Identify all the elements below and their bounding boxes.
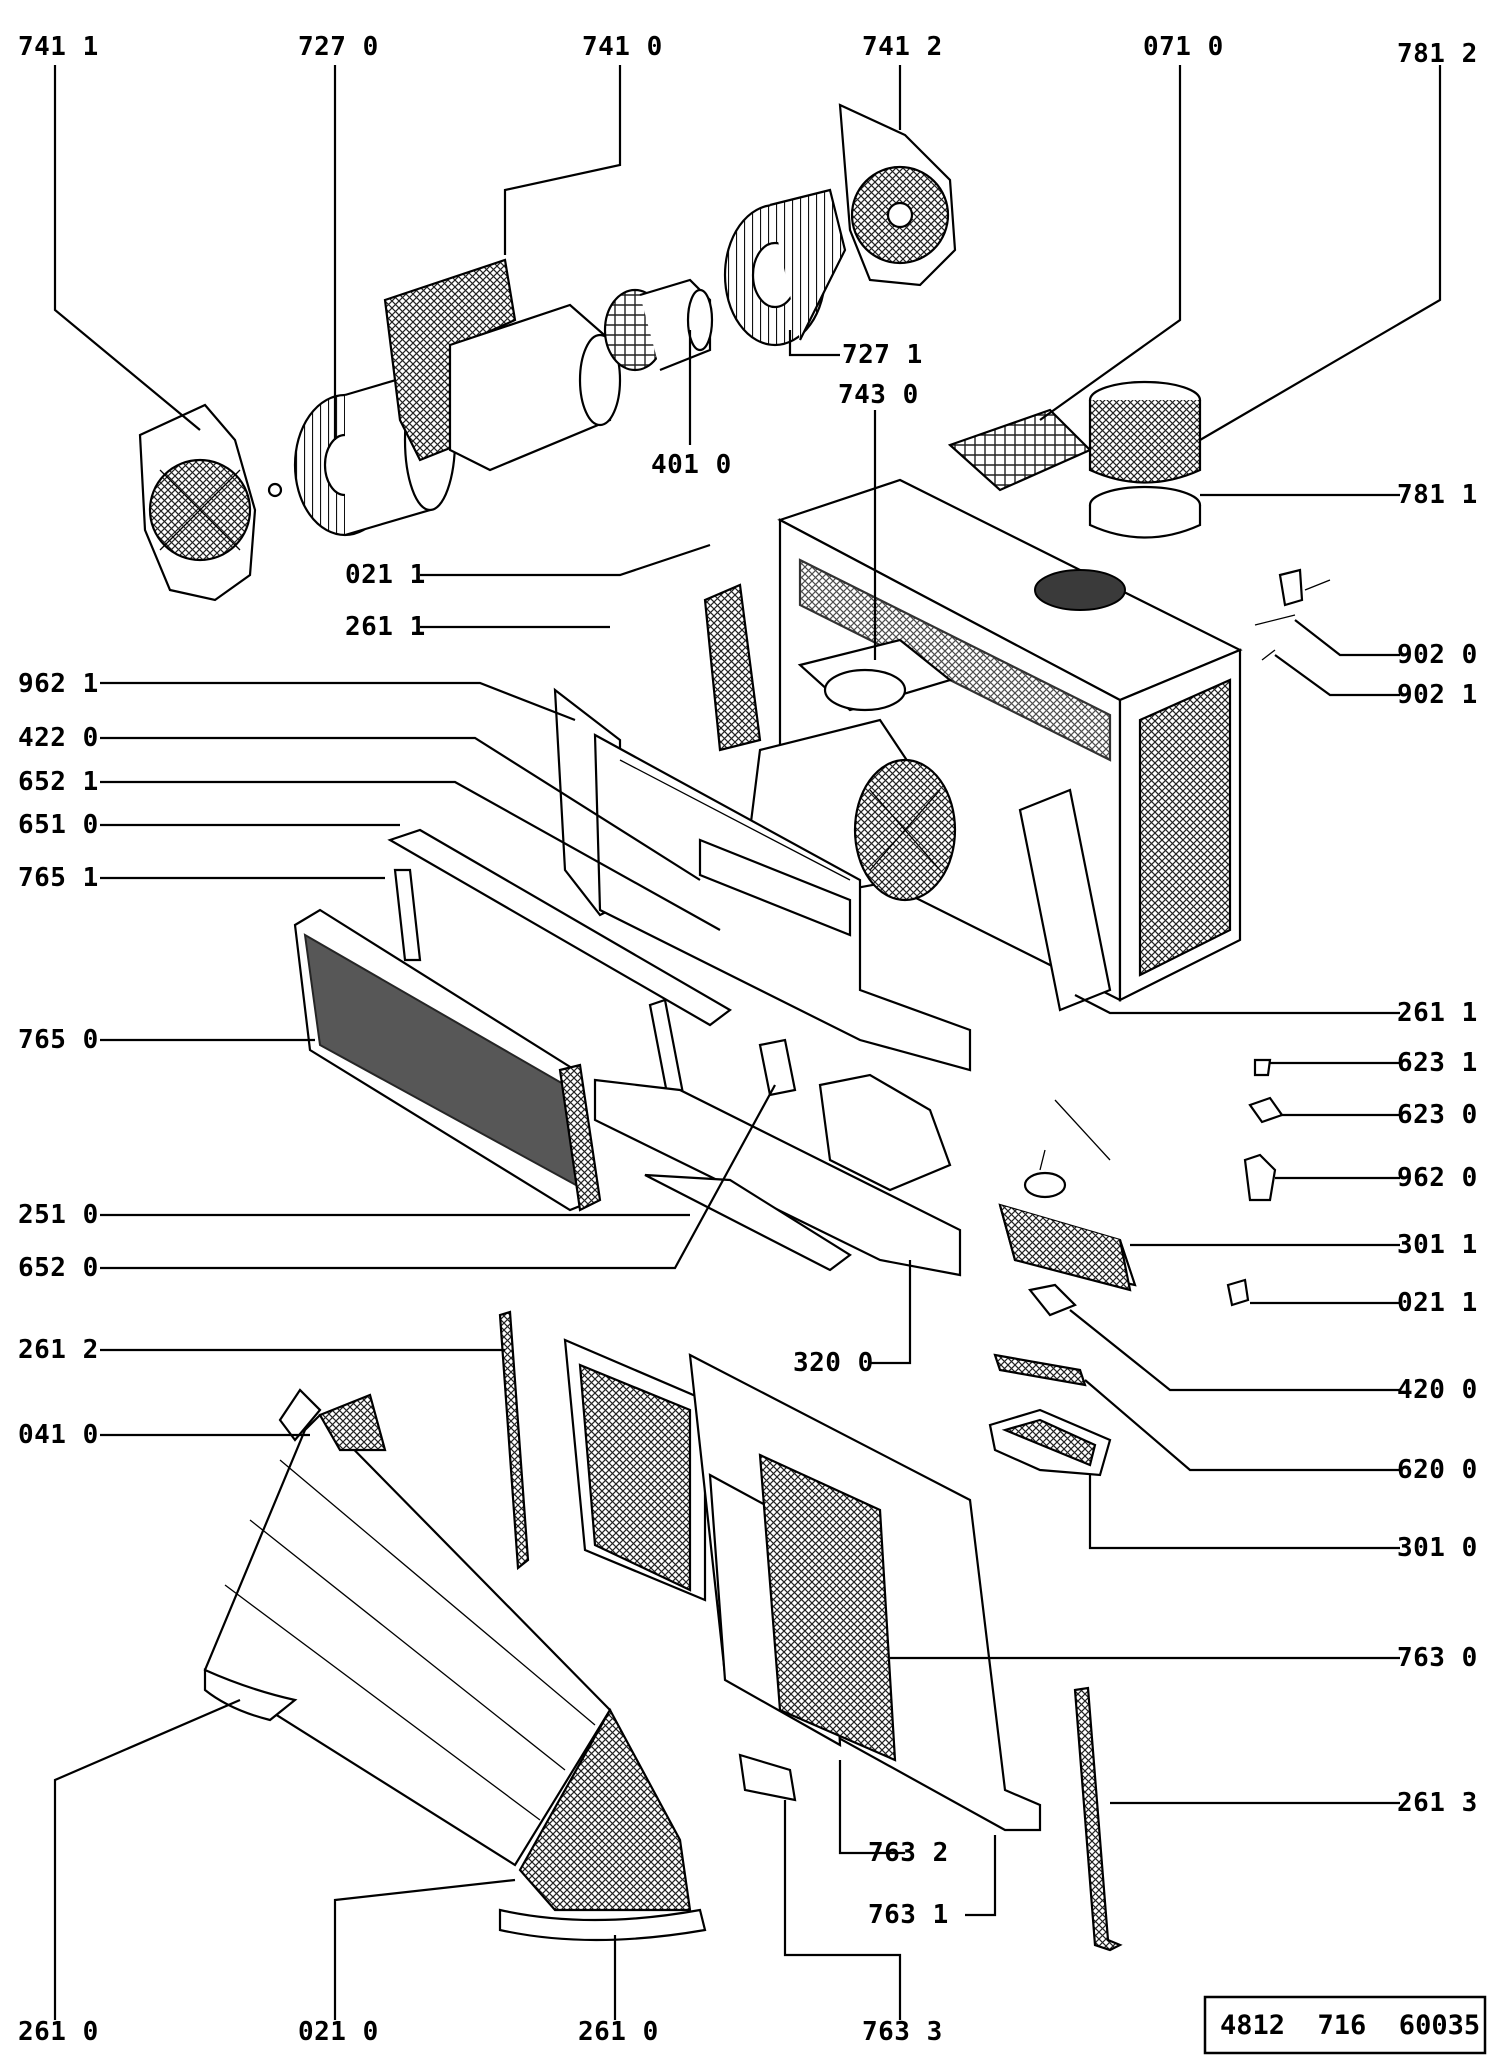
label-2611-a: 261 1 <box>345 612 426 642</box>
label-2611-b: 261 1 <box>1397 998 1478 1028</box>
leader-0710 <box>1039 65 1182 421</box>
label-0210: 021 0 <box>298 2017 379 2047</box>
leader-7812 <box>1199 65 1442 441</box>
label-7410: 741 0 <box>582 32 663 62</box>
leader-2610-a <box>53 1698 241 2020</box>
label-6510: 651 0 <box>18 810 99 840</box>
leader-4200 <box>1069 1309 1400 1392</box>
label-2612: 261 2 <box>18 1335 99 1365</box>
label-7811: 781 1 <box>1397 480 1478 510</box>
leader-3010 <box>1088 1475 1400 1550</box>
side-strip-left <box>498 1310 530 1571</box>
label-7271: 727 1 <box>842 340 923 370</box>
label-6521: 652 1 <box>18 767 99 797</box>
label-6520: 652 0 <box>18 1253 99 1283</box>
label-7632: 763 2 <box>868 1838 949 1868</box>
label-9021: 902 1 <box>1397 680 1478 710</box>
label-0710: 071 0 <box>1143 32 1224 62</box>
front-frame <box>553 687 972 1072</box>
leader-3200 <box>870 1260 912 1365</box>
part-labels: 741 1 727 0 741 0 741 2 071 0 781 2 727 … <box>18 32 1478 2047</box>
label-0211-a: 021 1 <box>345 560 426 590</box>
electronics-box <box>998 1099 1137 1292</box>
leader-6200 <box>1084 1379 1400 1472</box>
label-7412: 741 2 <box>862 32 943 62</box>
label-9620: 962 0 <box>1397 1163 1478 1193</box>
base-tray <box>593 1078 962 1277</box>
label-0211-b: 021 1 <box>1397 1288 1478 1318</box>
leader-4220 <box>100 736 701 881</box>
label-7430: 743 0 <box>838 380 919 410</box>
front-cover <box>203 1388 707 1942</box>
label-9621: 962 1 <box>18 669 99 699</box>
parts-drawing <box>138 103 1331 1952</box>
label-3200: 320 0 <box>793 1348 874 1378</box>
relay-capacitor <box>758 1038 952 1192</box>
label-2613: 261 3 <box>1397 1788 1478 1818</box>
leader-7632 <box>838 1760 905 1855</box>
label-4010: 401 0 <box>651 450 732 480</box>
front-panel <box>563 1338 1042 1832</box>
fan-wheel-right <box>723 188 847 347</box>
fan-scroll-plate-left <box>138 403 283 602</box>
duct-collar <box>1088 380 1202 539</box>
label-9020: 902 0 <box>1397 640 1478 670</box>
side-strip-right <box>1073 1686 1123 1952</box>
label-7633: 763 3 <box>862 2017 943 2047</box>
label-7631: 763 1 <box>868 1900 949 1930</box>
label-2610-b: 261 0 <box>578 2017 659 2047</box>
label-7270: 727 0 <box>298 32 379 62</box>
fan-scroll-plate-right <box>838 103 957 287</box>
leader-6521 <box>100 780 721 931</box>
fan-housing-left <box>383 258 622 472</box>
label-3011: 301 1 <box>1397 1230 1478 1260</box>
reference-number: 4812 716 60035 <box>1220 2010 1480 2041</box>
label-0410: 041 0 <box>18 1420 99 1450</box>
label-7630: 763 0 <box>1397 1643 1478 1673</box>
leader-7631 <box>965 1835 997 1917</box>
leader-7633 <box>783 1800 902 2020</box>
filter-panel <box>293 908 602 1212</box>
leader-7271 <box>788 330 840 357</box>
vent-grille <box>947 408 1092 492</box>
leader-9621 <box>100 681 576 722</box>
leader-9021 <box>1274 654 1400 697</box>
leader-2611-b <box>1074 994 1400 1015</box>
leader-6520 <box>100 1084 776 1270</box>
label-7651: 765 1 <box>18 863 99 893</box>
label-3010: 301 0 <box>1397 1533 1478 1563</box>
label-7411-top: 741 1 <box>18 32 99 62</box>
leader-lines <box>53 65 1442 2020</box>
leader-0210 <box>333 1878 516 2020</box>
reference-number-box: 4812 716 60035 <box>1203 1995 1487 2055</box>
label-4220: 422 0 <box>18 723 99 753</box>
label-6230: 623 0 <box>1397 1100 1478 1130</box>
label-7650: 765 0 <box>18 1025 99 1055</box>
main-cabinet <box>703 478 1243 1012</box>
reference-box-frame <box>1203 1995 1487 2055</box>
leader-0211-a <box>420 543 711 577</box>
leader-9020 <box>1294 619 1400 657</box>
label-4200: 420 0 <box>1397 1375 1478 1405</box>
label-6231: 623 1 <box>1397 1048 1478 1078</box>
label-2610-a: 261 0 <box>18 2017 99 2047</box>
label-2510: 251 0 <box>18 1200 99 1230</box>
fan-motor <box>603 278 714 372</box>
leader-7410 <box>503 65 622 255</box>
leader-7411 <box>53 65 201 431</box>
label-7812: 781 2 <box>1397 39 1478 69</box>
label-6200: 620 0 <box>1397 1455 1478 1485</box>
